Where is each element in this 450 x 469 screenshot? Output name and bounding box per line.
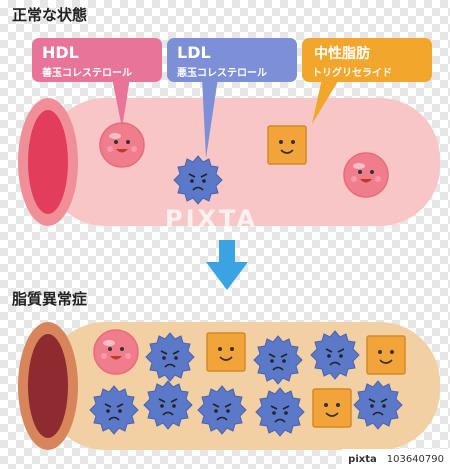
tg-callout-box xyxy=(302,38,432,82)
ldl-particle xyxy=(253,335,303,385)
footer: pixta 103640790 xyxy=(342,449,450,469)
ldl-subtitle: 悪玉コレステロール xyxy=(177,67,267,79)
ldl-particle xyxy=(255,387,305,437)
tg-particle xyxy=(312,388,352,428)
hdl-callout-pointer xyxy=(112,78,130,128)
ldl-callout: LDL 悪玉コレステロール xyxy=(167,38,297,82)
ldl-particle xyxy=(89,385,139,435)
ldl-callout-box xyxy=(167,38,297,82)
ldl-particle xyxy=(173,155,223,205)
tg-callout: 中性脂肪 トリグリセライド xyxy=(302,38,432,82)
down-arrow-icon xyxy=(206,240,248,290)
footer-image-id: 103640790 xyxy=(386,453,444,465)
ldl-particle xyxy=(353,380,403,430)
ldl-particle xyxy=(310,330,360,380)
tg-subtitle: トリグリセライド xyxy=(312,66,392,79)
hdl-title: HDL xyxy=(42,43,79,62)
hdl-particle xyxy=(93,329,139,375)
hdl-callout-box xyxy=(32,38,162,82)
ldl-particle xyxy=(145,332,195,382)
ldl-particle xyxy=(197,385,247,435)
section-title-dyslipidemia: 脂質異常症 xyxy=(12,290,88,308)
vessel-normal xyxy=(18,98,440,226)
tg-particle xyxy=(267,125,307,165)
vessel-dyslipidemia-opening xyxy=(28,334,68,438)
hdl-subtitle: 善玉コレステロール xyxy=(42,66,132,79)
hdl-particle xyxy=(343,152,389,198)
vessel-normal-opening xyxy=(28,110,68,214)
vessel-normal-body xyxy=(45,98,440,226)
watermark: PIXTA xyxy=(165,205,259,233)
hdl-callout: HDL 善玉コレステロール xyxy=(32,38,162,82)
tg-particle xyxy=(366,335,406,375)
tg-title: 中性脂肪 xyxy=(314,45,370,62)
ldl-title: LDL xyxy=(177,43,211,62)
tg-particle xyxy=(206,332,246,372)
footer-brand: pixta xyxy=(348,453,377,465)
ldl-callout-pointer xyxy=(202,78,218,158)
tg-callout-pointer xyxy=(312,78,340,124)
section-title-normal: 正常な状態 xyxy=(12,6,88,24)
ldl-particle xyxy=(143,380,193,430)
hdl-particle xyxy=(99,122,145,168)
